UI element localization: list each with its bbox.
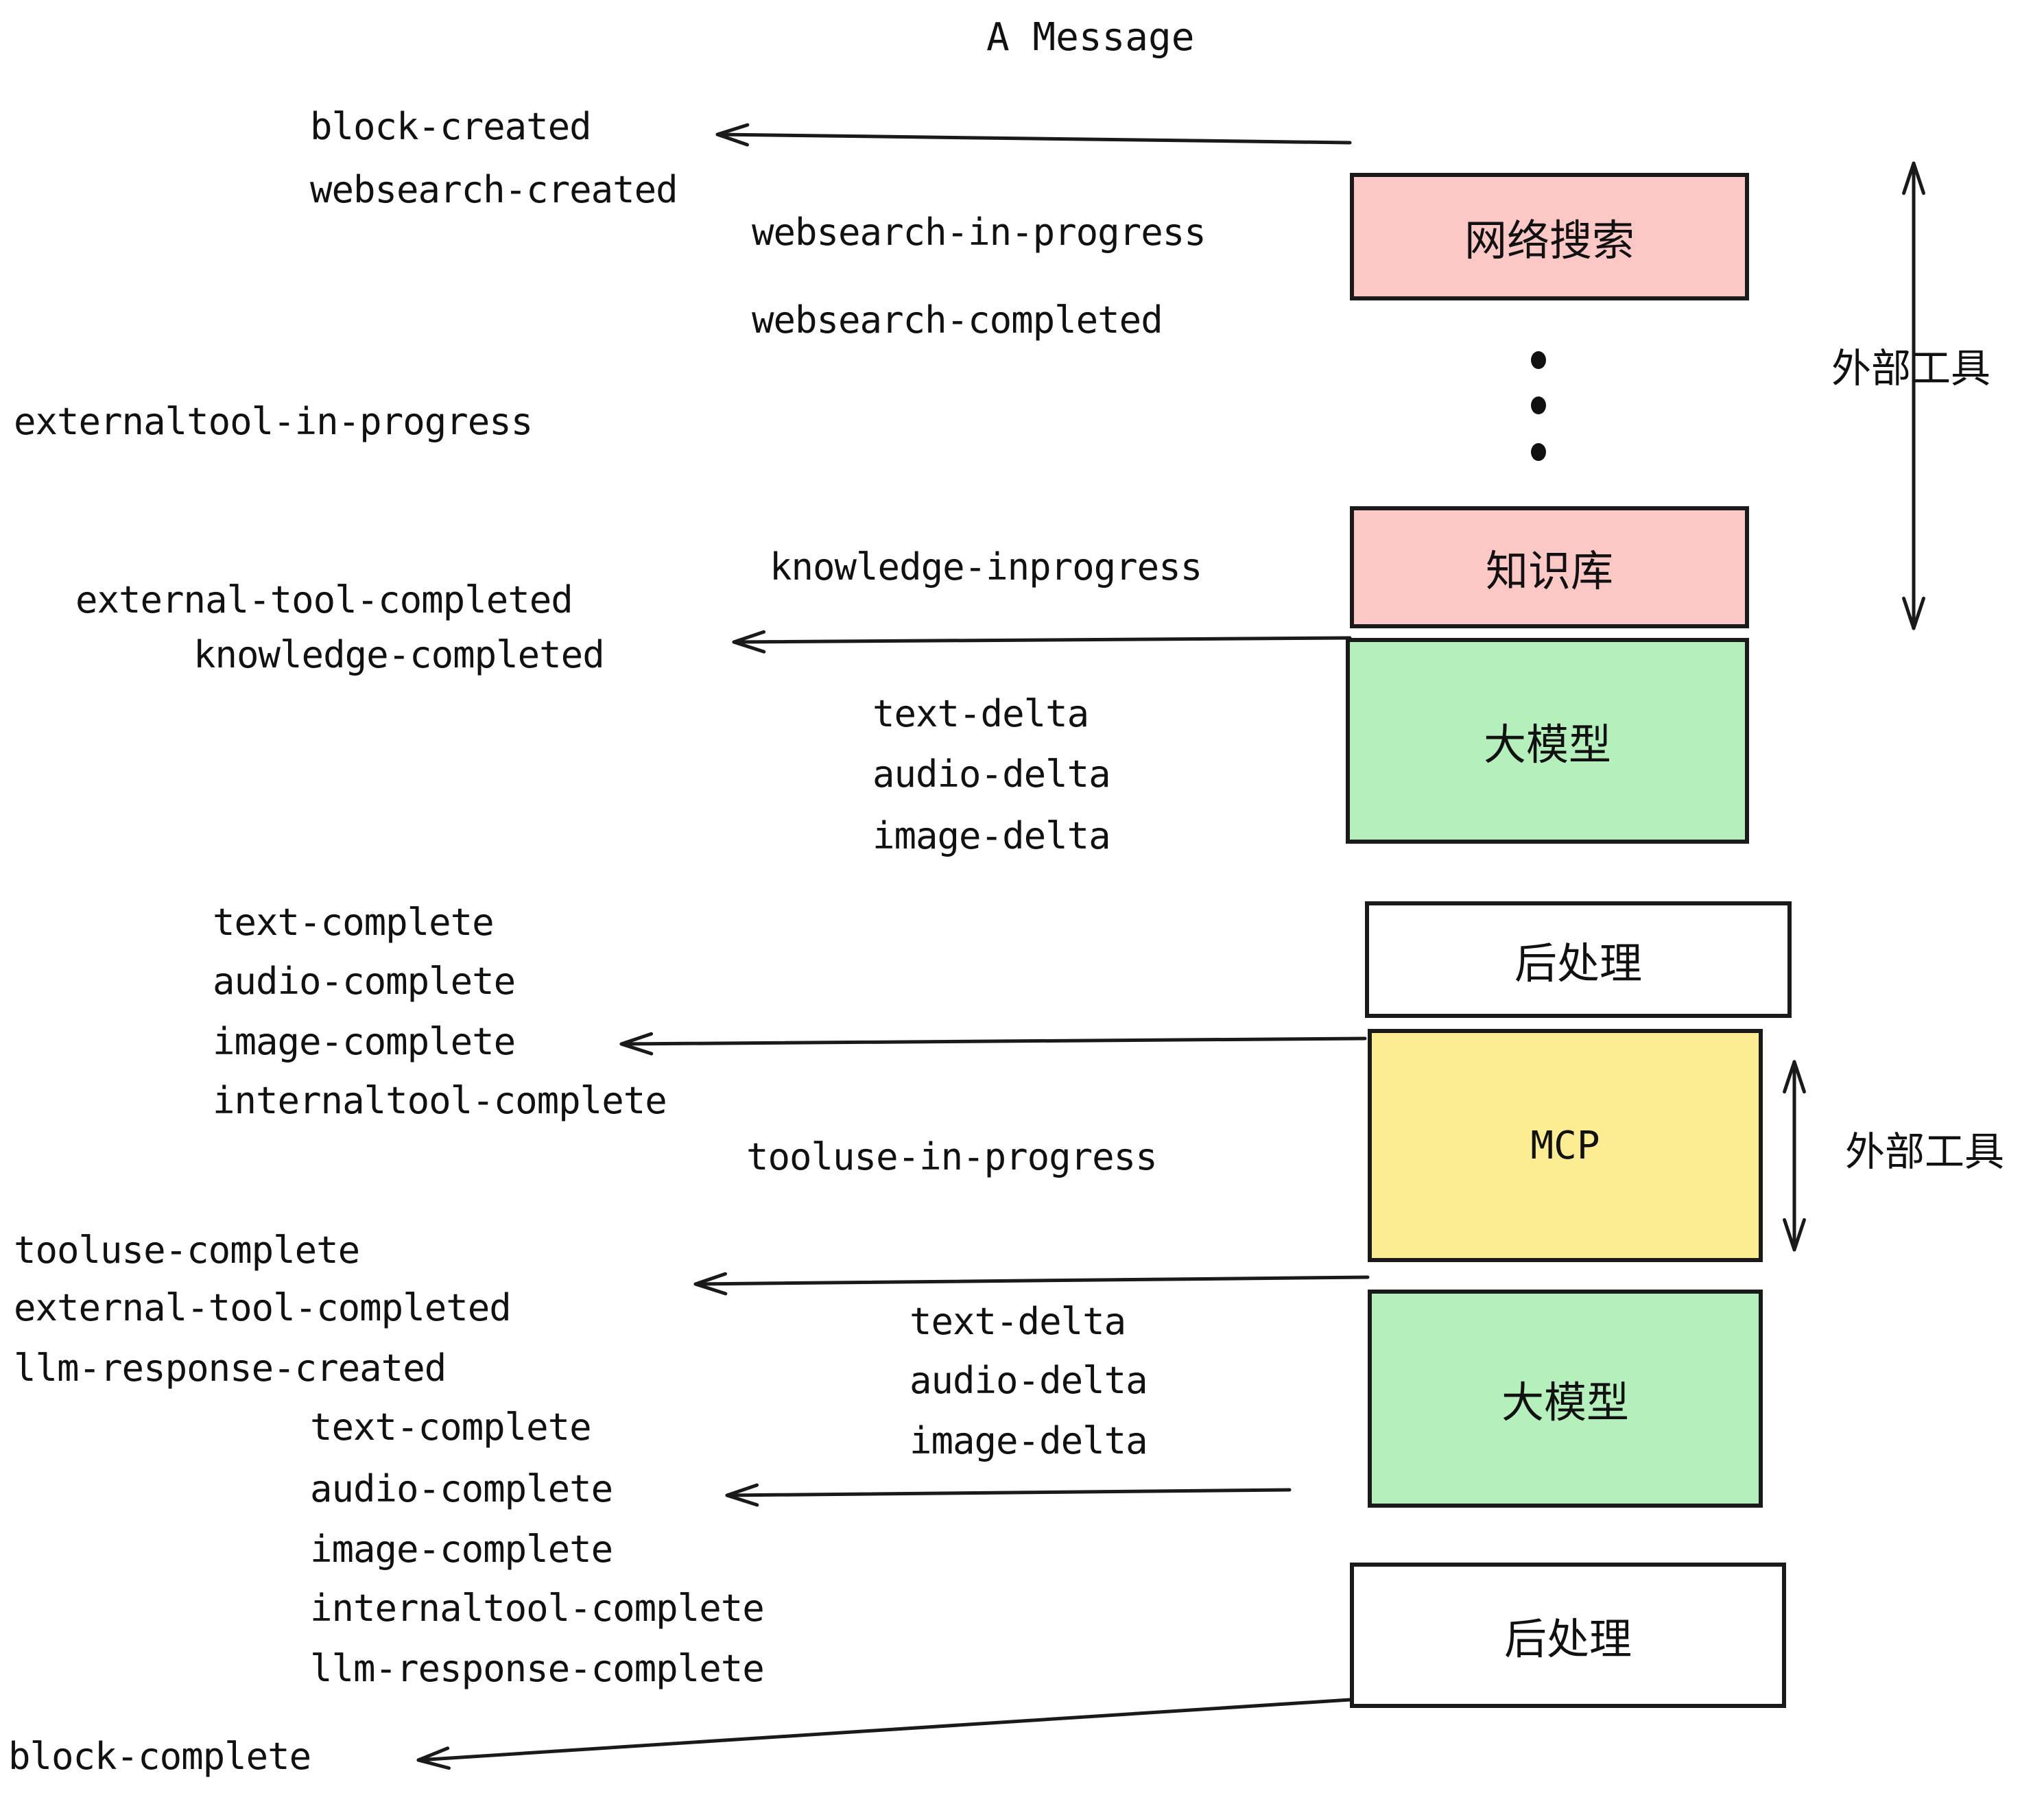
arrow-tooluse-done-head <box>693 1272 728 1296</box>
arrow-knowledge-done-shaft <box>732 636 1352 644</box>
arrow-block-complete-shaft <box>416 1698 1352 1762</box>
process-box-label: MCP <box>1530 1123 1600 1168</box>
event-label-llm-response-created: llm-response-created <box>14 1346 447 1390</box>
arrow-audio-complete-shaft <box>725 1488 1292 1497</box>
process-box-websearch: 网络搜索 <box>1350 173 1749 300</box>
external-tools-span-bottom-head-down <box>1783 1218 1806 1252</box>
event-label-audio-complete-1: audio-complete <box>213 960 516 1003</box>
event-label-image-delta-2: image-delta <box>910 1419 1148 1462</box>
diagram-title: A Message <box>986 15 1195 60</box>
event-label-image-complete-1: image-complete <box>213 1020 516 1063</box>
event-label-externaltool-in-progress: externaltool-in-progress <box>14 400 533 443</box>
event-label-internaltool-complete-1: internaltool-complete <box>213 1079 667 1122</box>
process-box-label: 大模型 <box>1501 1377 1629 1427</box>
event-label-internaltool-complete-2: internaltool-complete <box>310 1587 765 1630</box>
arrow-block-created-shaft <box>715 132 1352 145</box>
event-label-llm-response-complete: llm-response-complete <box>310 1647 765 1690</box>
process-box-postprocess-bot: 后处理 <box>1350 1563 1786 1708</box>
arrow-block-created-head <box>715 123 750 147</box>
process-box-llm-bottom: 大模型 <box>1368 1290 1763 1508</box>
process-box-label: 知识库 <box>1485 546 1613 596</box>
arrow-knowledge-done-head <box>732 630 766 654</box>
process-box-llm-top: 大模型 <box>1346 638 1749 844</box>
ellipsis-dot-3 <box>1531 443 1546 461</box>
external-tools-span-bottom-head-up <box>1783 1060 1806 1094</box>
process-box-mcp: MCP <box>1368 1029 1763 1262</box>
event-label-websearch-completed: websearch-completed <box>752 298 1163 342</box>
external-tools-span-top-head-up <box>1902 161 1925 195</box>
event-label-block-created: block-created <box>310 105 592 148</box>
ellipsis-dot-2 <box>1531 396 1546 414</box>
event-label-text-complete-1: text-complete <box>213 901 495 944</box>
event-label-tooluse-in-progress: tooluse-in-progress <box>746 1135 1158 1178</box>
event-label-external-tool-completed-2: external-tool-completed <box>14 1286 512 1329</box>
event-label-audio-delta-2: audio-delta <box>910 1359 1148 1402</box>
event-label-text-delta-1: text-delta <box>872 692 1089 735</box>
process-box-label: 后处理 <box>1504 1614 1632 1664</box>
process-box-label: 网络搜索 <box>1464 215 1635 265</box>
event-label-websearch-in-progress: websearch-in-progress <box>752 211 1207 254</box>
arrow-tooluse-done-shaft <box>693 1275 1370 1286</box>
arrow-block-complete-head <box>416 1746 451 1770</box>
process-box-knowledgebase: 知识库 <box>1350 506 1749 628</box>
side-label-external-tools-top: 外部工具 <box>1831 345 1991 392</box>
event-label-knowledge-inprogress: knowledge-inprogress <box>770 545 1202 589</box>
event-label-audio-complete-2: audio-complete <box>310 1467 613 1510</box>
event-label-text-delta-2: text-delta <box>910 1300 1126 1343</box>
event-label-image-complete-2: image-complete <box>310 1528 613 1571</box>
arrow-image-complete-head <box>619 1032 654 1056</box>
process-box-label: 大模型 <box>1483 720 1611 770</box>
external-tools-span-top-head-down <box>1902 596 1925 630</box>
arrow-image-complete-shaft <box>619 1036 1367 1046</box>
event-label-websearch-created: websearch-created <box>310 168 678 211</box>
arrow-audio-complete-head <box>725 1483 759 1507</box>
side-label-external-tools-bottom: 外部工具 <box>1845 1128 2005 1175</box>
event-label-external-tool-completed-1: external-tool-completed <box>75 578 573 621</box>
event-label-tooluse-complete: tooluse-complete <box>14 1229 360 1272</box>
event-label-image-delta-1: image-delta <box>872 814 1111 857</box>
ellipsis-dot-1 <box>1531 351 1546 369</box>
process-box-postprocess-top: 后处理 <box>1365 901 1792 1018</box>
event-label-knowledge-completed: knowledge-completed <box>193 633 605 676</box>
event-label-text-complete-2: text-complete <box>310 1405 592 1449</box>
event-label-block-complete: block-complete <box>8 1735 311 1778</box>
event-label-audio-delta-1: audio-delta <box>872 752 1111 796</box>
process-box-label: 后处理 <box>1514 938 1642 988</box>
